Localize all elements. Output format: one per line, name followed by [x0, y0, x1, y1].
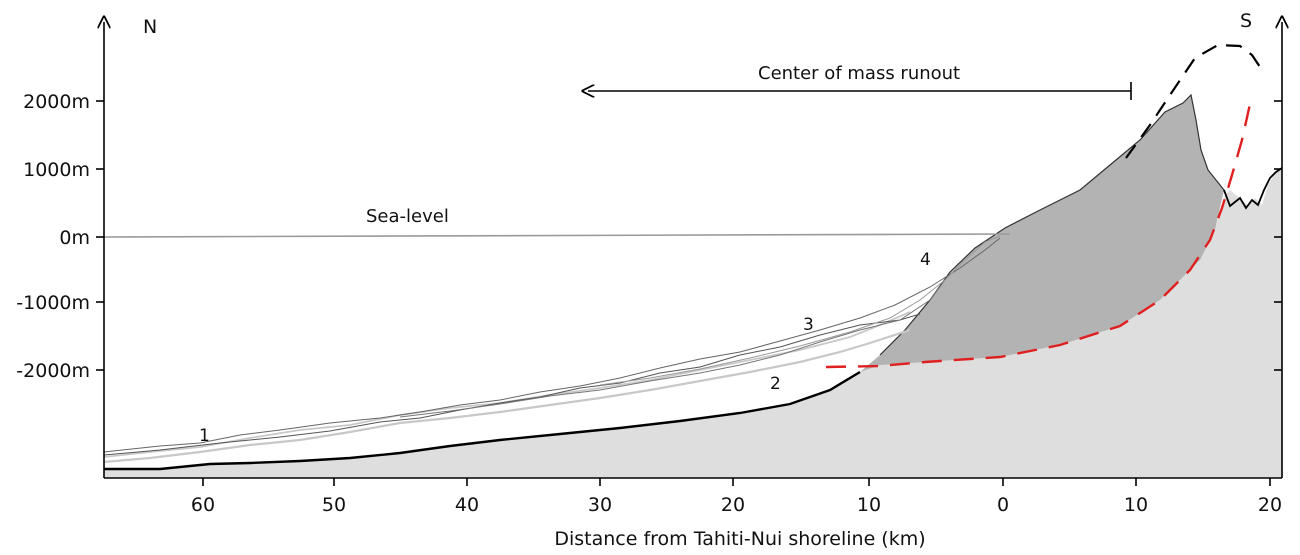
x-tick-label: 30: [588, 494, 612, 516]
seafloor-profile-line: [104, 370, 861, 471]
x-tick-label: 0: [997, 494, 1009, 516]
north-label: N: [143, 16, 157, 38]
sea-level-label: Sea-level: [366, 206, 449, 227]
profile-label-4: 4: [920, 250, 931, 270]
profile-line: [103, 313, 921, 456]
profile-line: [103, 328, 911, 464]
failure-plane-line: [825, 94, 1254, 369]
y-tick-label: -2000m: [16, 360, 90, 382]
left-axis: [96, 22, 104, 478]
x-tick-label: 40: [455, 494, 479, 516]
profile-line: [103, 237, 1001, 453]
x-tick-label: 10: [1124, 494, 1148, 516]
basement-fill: [104, 168, 1282, 478]
profile-label-2: 2: [770, 374, 781, 394]
y-tick-label: 0m: [59, 227, 90, 249]
pre-collapse-outline: [1125, 43, 1263, 159]
profile-line: [399, 279, 946, 418]
profiles: [103, 235, 1001, 464]
slide-mass-fill: [860, 95, 1224, 372]
x-tick-label: 10: [857, 494, 881, 516]
right-axis: [1274, 22, 1282, 478]
y-tick-label: 1000m: [23, 159, 90, 181]
x-tick-label: 20: [721, 494, 745, 516]
y-tick-label: 2000m: [23, 91, 90, 113]
bottom-axis: [104, 477, 1282, 486]
x-tick-label: 50: [322, 494, 346, 516]
sea-level-line: [103, 233, 1011, 238]
profile-line: [599, 235, 1001, 386]
onshore-surface-line: [1223, 167, 1283, 210]
runout-label: Center of mass runout: [758, 63, 960, 84]
y-tick-label: -1000m: [16, 292, 90, 314]
x-axis-label: Distance from Tahiti-Nui shoreline (km): [554, 528, 925, 550]
profile-label-1: 1: [199, 426, 210, 446]
x-tick-label: 20: [1258, 494, 1282, 516]
x-tick-label: 60: [191, 494, 215, 516]
profile-label-3: 3: [803, 315, 814, 335]
south-label: S: [1240, 10, 1252, 32]
